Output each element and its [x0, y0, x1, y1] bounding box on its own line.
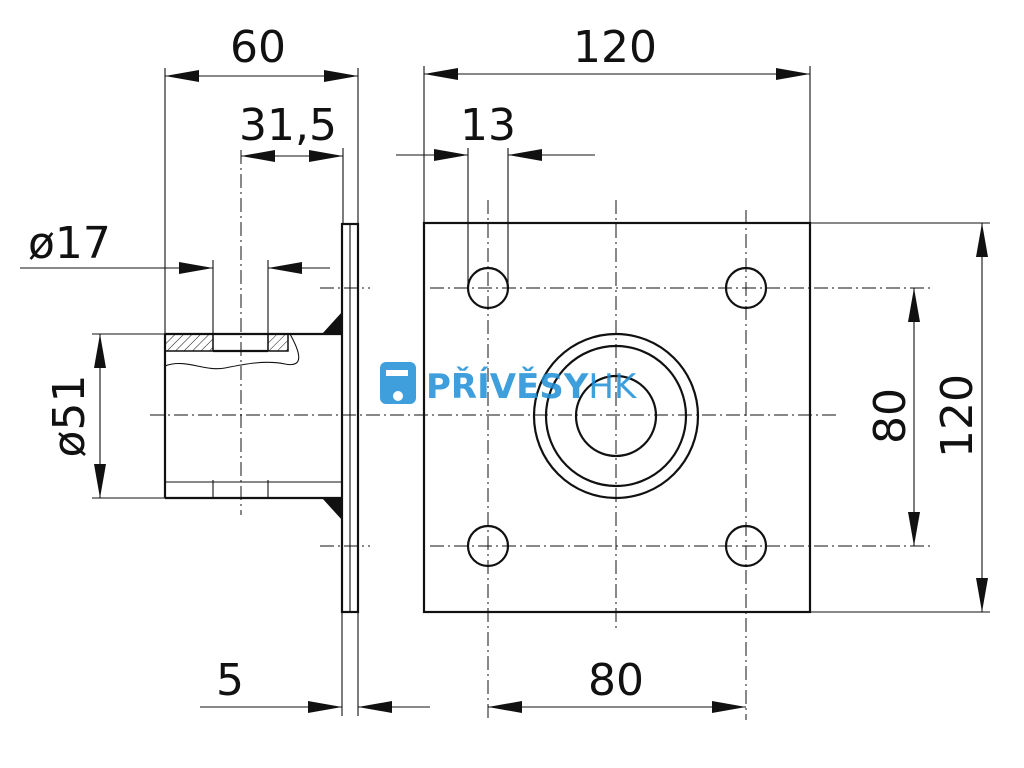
watermark-logo: PŘÍVĚSYHK	[380, 362, 638, 407]
dimension-lines	[20, 66, 990, 716]
dim-horizontal-80: 80	[588, 655, 644, 706]
dimension-labels: 60 31,5 ø17 ø51 5 120 13 80 120 80	[28, 22, 983, 706]
watermark-suffix: HK	[588, 367, 638, 407]
dim-31-5: 31,5	[239, 100, 337, 151]
dim-tube-diameter: ø51	[44, 375, 95, 458]
watermark-text: PŘÍVĚSYHK	[426, 366, 638, 407]
section-hatch-left	[164, 333, 214, 352]
trailer-icon	[380, 362, 416, 404]
weld-fillet-top	[322, 312, 342, 334]
dim-60: 60	[230, 22, 286, 73]
watermark-brand: PŘÍVĚSY	[426, 366, 589, 407]
dim-front-120: 120	[573, 22, 657, 73]
dim-plate-thickness: 5	[216, 655, 244, 706]
weld-fillet-bottom	[322, 498, 342, 520]
front-view	[422, 200, 930, 720]
dim-vertical-120: 120	[932, 374, 983, 458]
dim-bore-diameter: ø17	[28, 218, 111, 269]
side-view	[150, 150, 840, 614]
plate-front	[422, 221, 812, 614]
dim-vertical-80: 80	[865, 388, 916, 444]
section-hatch-right	[267, 333, 289, 352]
dim-hole-13: 13	[460, 100, 516, 151]
break-line	[164, 333, 300, 370]
